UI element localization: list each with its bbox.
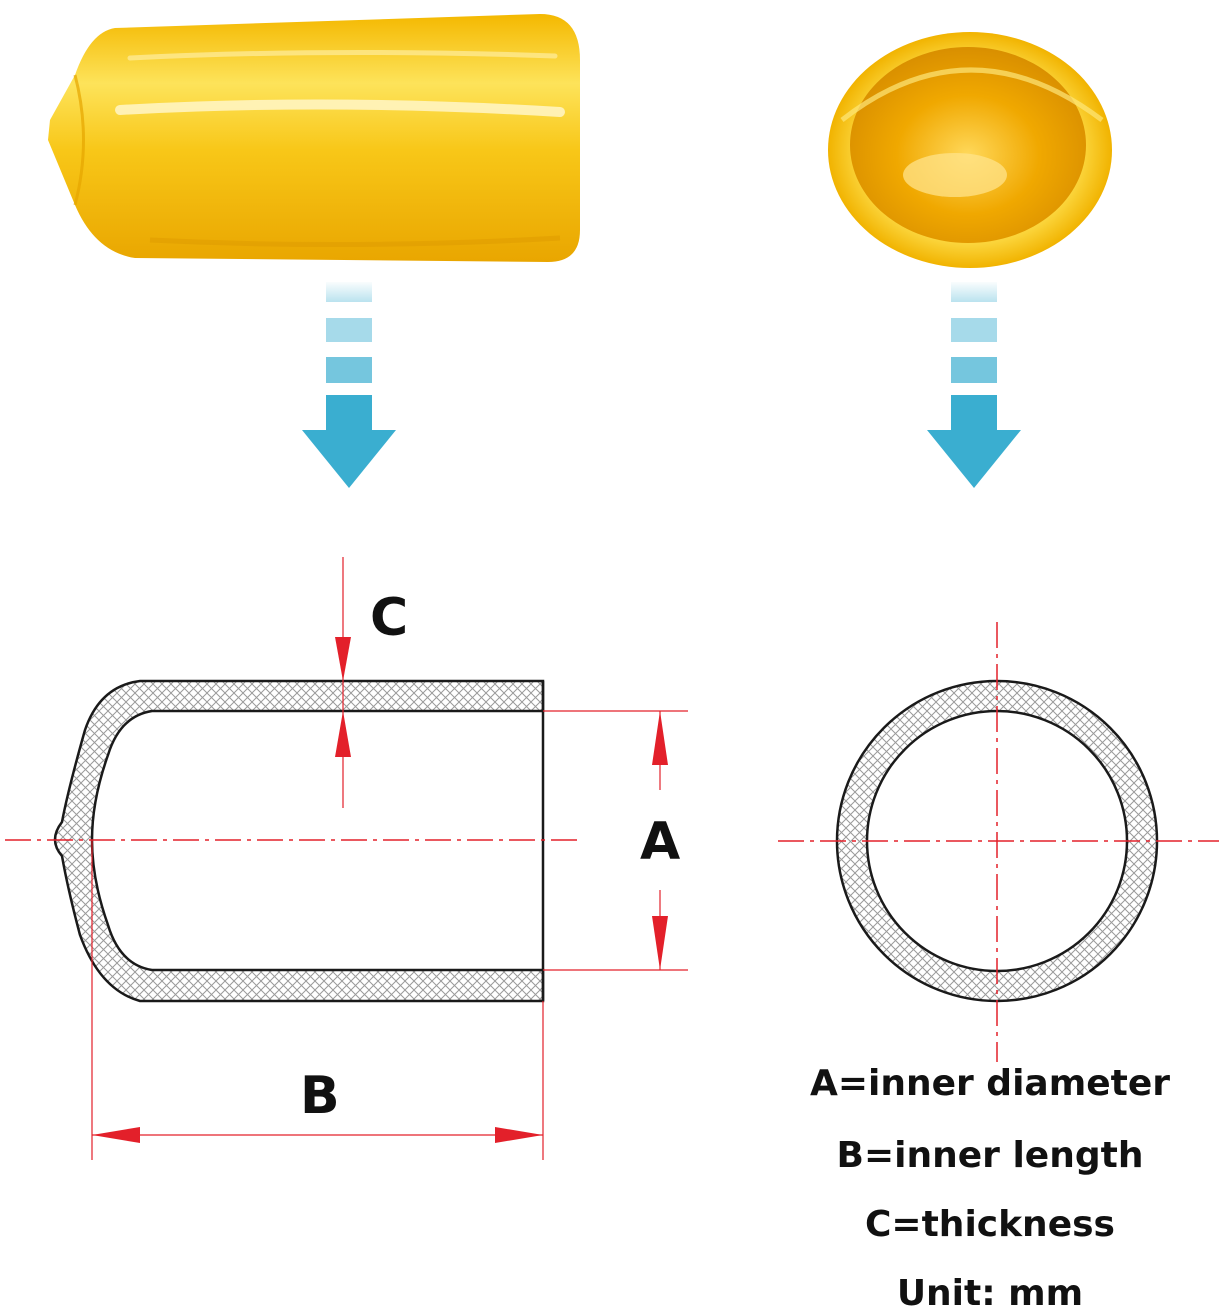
length-label: B	[300, 1066, 340, 1126]
cap-wall-hatch	[53, 679, 545, 1003]
diameter-label: A	[640, 812, 681, 872]
legend-length: B=inner length	[836, 1135, 1144, 1176]
cap-side-photo	[48, 14, 580, 262]
down-arrow-icon-right	[927, 282, 1021, 488]
legend-diameter: A=inner diameter	[809, 1063, 1171, 1104]
legend-unit: Unit: mm	[896, 1273, 1084, 1314]
legend-thickness: C=thickness	[865, 1204, 1115, 1245]
end-section-drawing	[778, 622, 1219, 1062]
down-arrow-icon-left	[302, 282, 396, 488]
side-section-drawing	[5, 557, 688, 1160]
thickness-label: C	[370, 588, 409, 648]
cap-end-photo	[828, 32, 1112, 268]
